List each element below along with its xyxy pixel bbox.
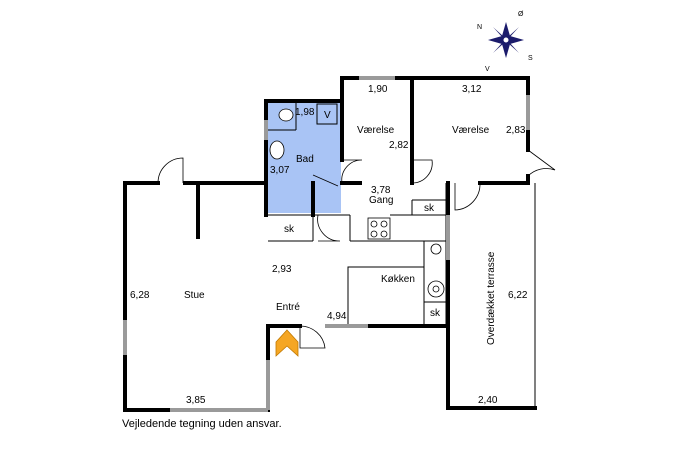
room-bad: Bad [296,154,314,165]
v-box-label: V [324,110,331,121]
dim-3-12: 3,12 [462,84,482,95]
dim-2-40: 2,40 [478,395,498,406]
compass-o: Ø [518,11,524,18]
sk-label-3: sk [430,308,441,319]
dim-2-93: 2,93 [272,264,292,275]
dim-3-85: 3,85 [186,395,206,406]
room-stue: Stue [184,290,205,301]
sk-label-1: sk [424,203,435,214]
dim-3-07: 3,07 [270,165,290,176]
windows [123,76,530,412]
compass-n: N [477,24,482,31]
inner-walls [268,101,536,408]
room-entre: Entré [276,302,300,313]
dim-6-28: 6,28 [130,290,150,301]
dim-2-82: 2,82 [389,140,409,151]
disclaimer-caption: Vejledende tegning uden ansvar. [122,418,282,430]
room-gang: Gang [369,195,393,206]
dim-1-98: 1,98 [295,107,315,118]
dim-1-90: 1,90 [368,84,388,95]
room-koekken: Køkken [381,274,415,285]
doors [157,149,556,349]
compass-v: V [485,66,490,73]
compass-s: S [528,55,533,62]
dim-6-22: 6,22 [508,290,528,301]
dim-4-94: 4,94 [327,311,347,322]
compass-rose-icon [488,22,524,58]
entry-arrow-icon [275,329,299,357]
dim-2-83: 2,83 [506,125,526,136]
sk-label-2: sk [284,224,295,235]
dim-3-78: 3,78 [371,185,391,196]
room-vaerelse-2: Værelse [452,125,490,136]
room-terrasse: Overdækket terrasse [486,251,497,345]
fixtures [269,108,445,298]
room-vaerelse-1: Værelse [357,125,395,136]
